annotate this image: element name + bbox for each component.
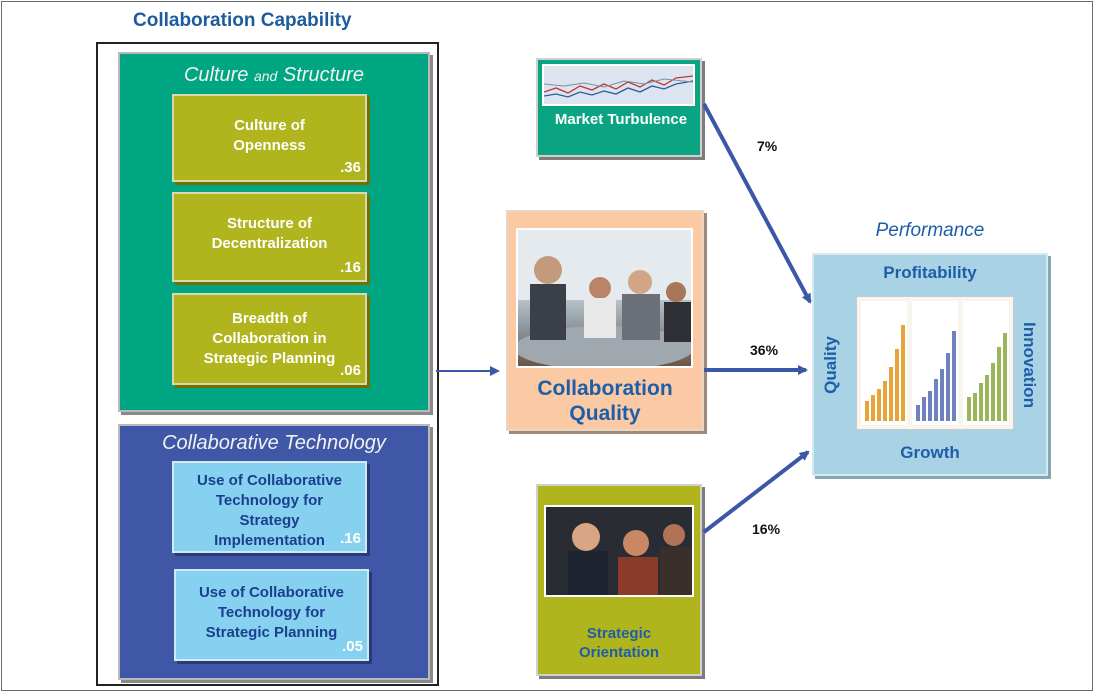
structure-of-decentralization-label: Structure of Decentralization xyxy=(211,215,328,252)
capability-title: Collaboration Capability xyxy=(133,10,352,31)
breadth-of-collaboration-box: Breadth of Collaboration in Strategic Pl… xyxy=(172,293,367,385)
strategic-orientation-label: Strategic Orientation xyxy=(578,625,659,661)
structure-of-decentralization-box: Structure of Decentralization .16 xyxy=(172,192,367,282)
performance-charts-art xyxy=(861,301,1009,425)
turbulence-to-performance-arrow xyxy=(702,103,812,304)
culture-of-openness-label: Culture of Openness xyxy=(233,117,306,154)
tech-strategy-implementation-label: Use of Collaborative Technology for Stra… xyxy=(196,472,343,549)
tech-strategy-implementation-value: .16 xyxy=(340,530,361,547)
profitability-label: Profitability xyxy=(883,263,977,282)
breadth-of-collaboration-label: Breadth of Collaboration in Strategic Pl… xyxy=(203,310,336,367)
tech-strategic-planning-label: Use of Collaborative Technology for Stra… xyxy=(198,584,345,641)
performance-charts-image xyxy=(856,296,1014,430)
meeting-photo-art xyxy=(514,230,694,370)
culture-title-and: and xyxy=(253,68,278,84)
turbulence-percent: 7% xyxy=(757,138,778,154)
orientation-to-performance-arrow xyxy=(702,450,810,534)
business-people-photo-art xyxy=(546,507,692,595)
market-chart-image xyxy=(542,64,695,106)
collaboration-quality-label: Collaboration Quality xyxy=(537,377,673,425)
tech-strategic-planning-value: .05 xyxy=(342,638,363,655)
breadth-of-collaboration-value: .06 xyxy=(340,362,361,379)
performance-title: Performance xyxy=(875,220,985,241)
tech-strategy-implementation-box: Use of Collaborative Technology for Stra… xyxy=(172,461,367,553)
technology-panel-title: Collaborative Technology xyxy=(162,432,386,454)
culture-of-openness-value: .36 xyxy=(340,159,361,176)
structure-of-decentralization-value: .16 xyxy=(340,259,361,276)
market-chart-lines xyxy=(543,75,694,98)
market-turbulence-label: Market Turbulence xyxy=(554,111,688,128)
culture-of-openness-box: Culture of Openness .36 xyxy=(172,94,367,182)
growth-label: Growth xyxy=(900,443,960,462)
business-people-photo xyxy=(544,505,694,597)
culture-title-word: Culture xyxy=(183,64,249,86)
quality-percent: 36% xyxy=(750,342,779,358)
meeting-photo xyxy=(514,228,694,370)
culture-panel-title: Culture and Structure xyxy=(120,64,428,87)
structure-title-word: Structure xyxy=(282,64,365,86)
orientation-percent: 16% xyxy=(752,521,781,537)
tech-strategic-planning-box: Use of Collaborative Technology for Stra… xyxy=(174,569,369,661)
